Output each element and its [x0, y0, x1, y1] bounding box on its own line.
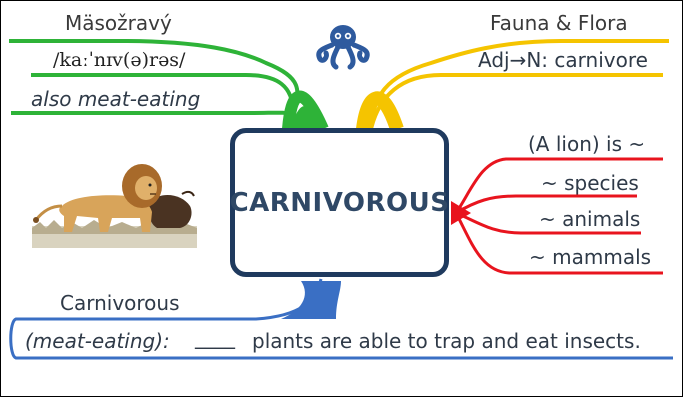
- fill-in-blank[interactable]: ____: [195, 325, 235, 349]
- collocation-item: ~ animals: [539, 207, 641, 231]
- example-sentence: plants are able to trap and eat insects.: [252, 329, 641, 353]
- synonym-text: also meat-eating: [31, 87, 201, 111]
- octopus-icon: [316, 25, 370, 70]
- red-branch: [454, 157, 663, 214]
- derivation-text: Adj→N: carnivore: [478, 48, 648, 72]
- category-title: Fauna & Flora: [490, 11, 628, 35]
- collocation-item: ~ mammals: [529, 245, 652, 269]
- center-word: CARNIVOROUS: [229, 187, 450, 218]
- center-word-box: CARNIVOROUS: [230, 128, 449, 277]
- ipa-pronunciation: /kaːˈnɪv(ə)rəs/: [53, 49, 186, 71]
- example-subject: Carnivorous: [60, 291, 180, 315]
- example-gloss: (meat-eating):: [25, 329, 170, 353]
- collocation-item: (A lion) is ~: [528, 132, 646, 156]
- lion-illustration: [32, 164, 197, 248]
- translation-title: Mäsožravý: [65, 11, 172, 35]
- collocation-item: ~ species: [541, 171, 639, 195]
